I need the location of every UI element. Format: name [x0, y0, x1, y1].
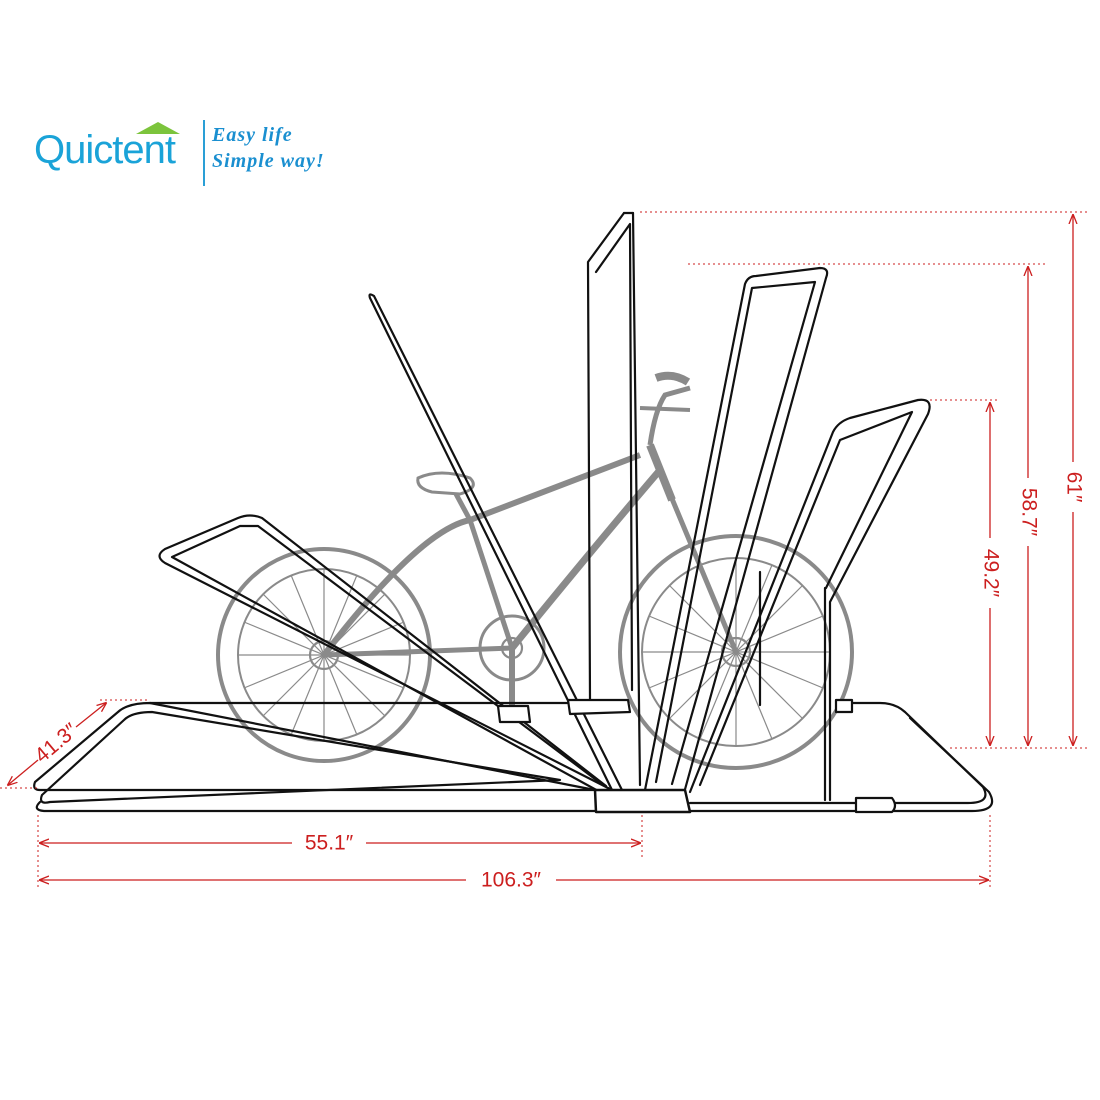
dimension-lines — [0, 211, 1090, 890]
logo-brand: Quictent — [34, 128, 176, 172]
dim-height-total: 61″ — [1062, 472, 1085, 503]
logo-divider — [203, 120, 205, 186]
dim-full-length: 106.3″ — [481, 869, 542, 892]
logo-roof-icon — [136, 122, 180, 134]
dim-half-length: 55.1″ — [305, 832, 354, 855]
dim-depth: 41.3″ — [30, 719, 82, 768]
tagline-line1: Easy life — [212, 124, 293, 146]
bicycle-icon — [216, 371, 854, 770]
dim-height-mid: 58.7″ — [1017, 488, 1040, 537]
shelter-frame — [33, 211, 994, 814]
tagline-line2: Simple way! — [212, 150, 325, 172]
dim-height-low: 49.2″ — [979, 549, 1002, 598]
